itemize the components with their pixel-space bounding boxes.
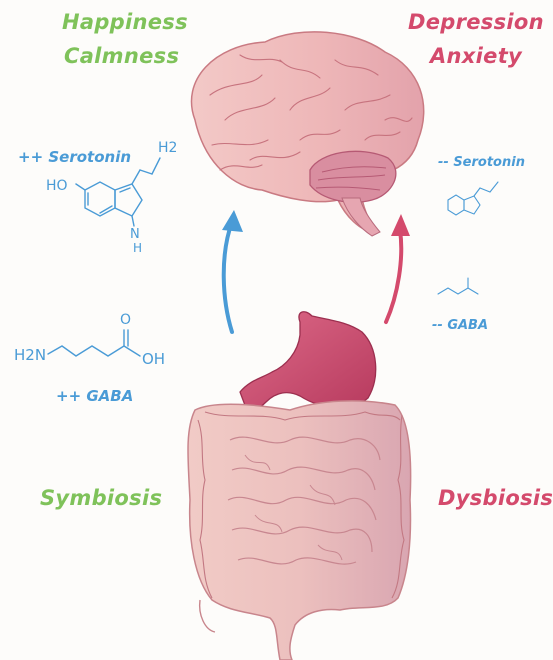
brain	[191, 32, 423, 236]
gaba-h2n-text: H2N	[14, 346, 46, 364]
serotonin-h2-text: H2	[158, 140, 177, 156]
serotonin-h-text: H	[133, 241, 142, 255]
stomach	[240, 312, 376, 410]
up-arrow-right	[386, 214, 410, 322]
gaba-oh-text: OH	[142, 350, 165, 368]
intestines	[188, 401, 411, 660]
gaba-o-text: O	[120, 312, 131, 328]
gaba-molecule-left	[48, 330, 140, 356]
up-arrow-left	[222, 210, 243, 332]
serotonin-ho-text: HO	[46, 178, 68, 194]
serotonin-molecule-left	[76, 158, 160, 226]
gaba-molecule-right	[438, 278, 478, 294]
serotonin-n-text: N	[130, 227, 140, 242]
serotonin-molecule-right	[448, 182, 498, 215]
